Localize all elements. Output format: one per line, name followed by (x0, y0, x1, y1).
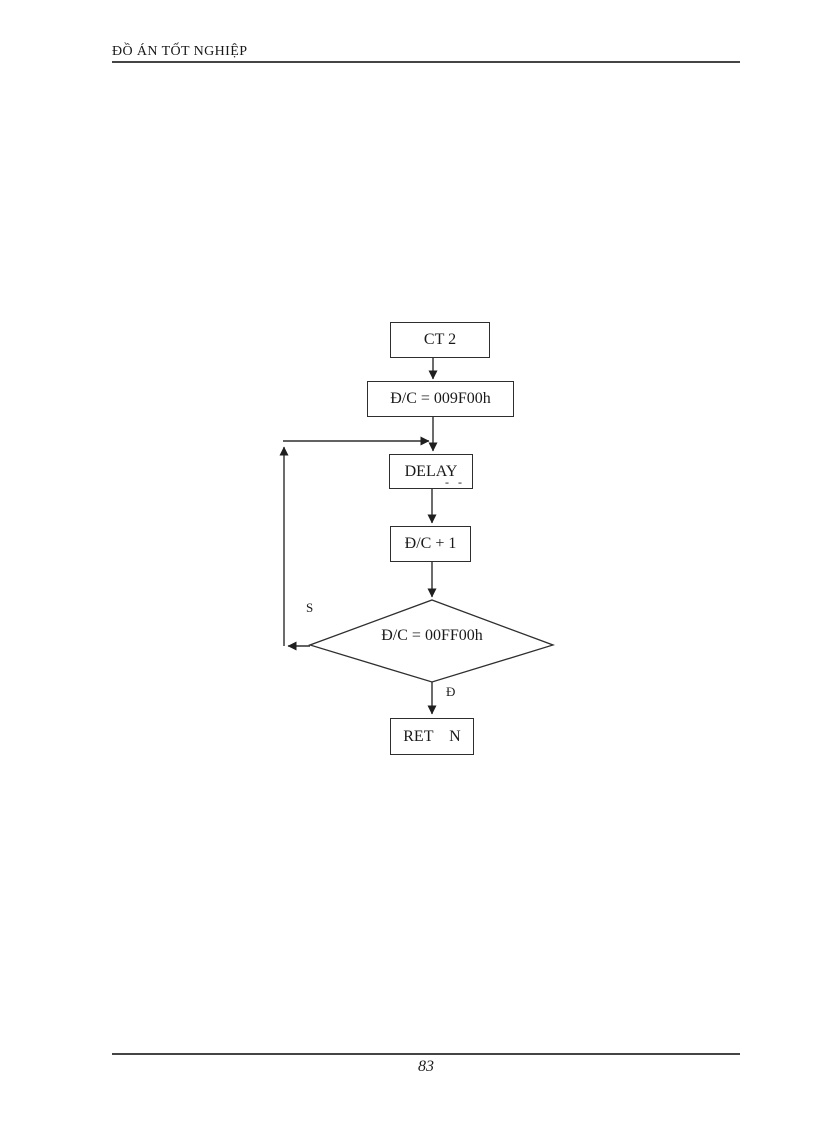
flowchart-node-increment: Đ/C + 1 (390, 526, 471, 562)
page-number: 83 (418, 1058, 434, 1075)
flowchart-node-set-address: Đ/C = 009F00h (367, 381, 514, 417)
branch-label-yes: Đ (446, 684, 456, 699)
node-label: RET N (403, 727, 461, 745)
flowchart-node-ct2: CT 2 (390, 322, 490, 358)
header-rule (112, 61, 740, 63)
flowchart-node-delay: DELAY - - (389, 454, 473, 489)
node-label: DELAY (404, 462, 458, 480)
footer-rule (112, 1053, 740, 1055)
branch-label-no: S (306, 600, 314, 615)
node-label: Đ/C = 009F00h (390, 390, 491, 407)
flowchart-node-decision-label: Đ/C = 00FF00h (381, 627, 483, 644)
decision-diamond (307, 599, 556, 683)
flowchart-node-return: RET N (390, 718, 474, 755)
node-label: CT 2 (423, 331, 457, 348)
node-delay-note: - - (445, 475, 465, 489)
node-label: Đ/C + 1 (404, 535, 457, 552)
page-header-title: ĐỒ ÁN TỐT NGHIỆP (112, 44, 248, 59)
